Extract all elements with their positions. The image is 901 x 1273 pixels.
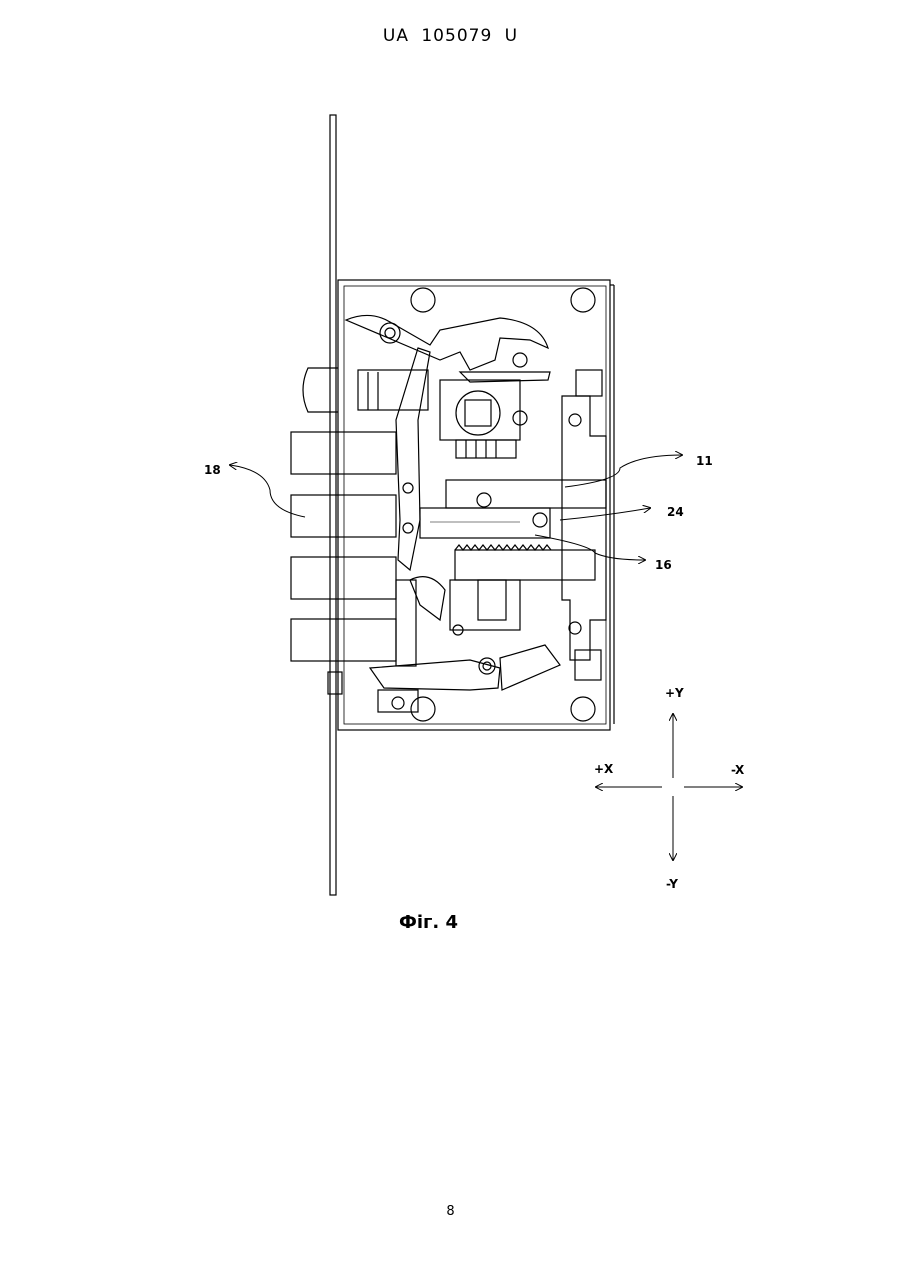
axis-label-plus-y: +Y <box>665 686 684 700</box>
screw-hole <box>411 288 435 312</box>
screw-hole <box>571 288 595 312</box>
ref-label-18: 18 <box>204 463 221 477</box>
leader-24 <box>560 508 650 520</box>
deadbolt <box>291 432 396 474</box>
page-number: 8 <box>0 1204 901 1219</box>
deadbolt <box>291 495 396 537</box>
screw-hole <box>571 697 595 721</box>
ref-label-11: 11 <box>696 454 713 468</box>
diagonal-lever <box>396 348 430 570</box>
axis-label-minus-x: -X <box>731 763 745 777</box>
deadbolt <box>291 619 396 661</box>
faceplate <box>330 115 336 895</box>
lock-housing <box>338 280 610 730</box>
figure-caption-text: Фіг. 4 <box>399 912 458 933</box>
ref-label-24: 24 <box>667 505 684 519</box>
leader-18 <box>230 465 305 517</box>
leader-16 <box>535 535 645 560</box>
main-slider <box>420 508 550 538</box>
rack-teeth <box>455 545 551 550</box>
spindle-hub <box>440 380 520 440</box>
screw-hole <box>411 697 435 721</box>
ref-label-16: 16 <box>655 558 672 572</box>
deadbolt <box>291 557 396 599</box>
figure-caption: Фіг. 4 <box>0 912 901 933</box>
leader-11 <box>565 455 682 487</box>
coordinate-axes <box>596 714 742 860</box>
axis-label-minus-y: -Y <box>666 877 678 891</box>
axis-label-plus-x: +X <box>594 762 614 776</box>
